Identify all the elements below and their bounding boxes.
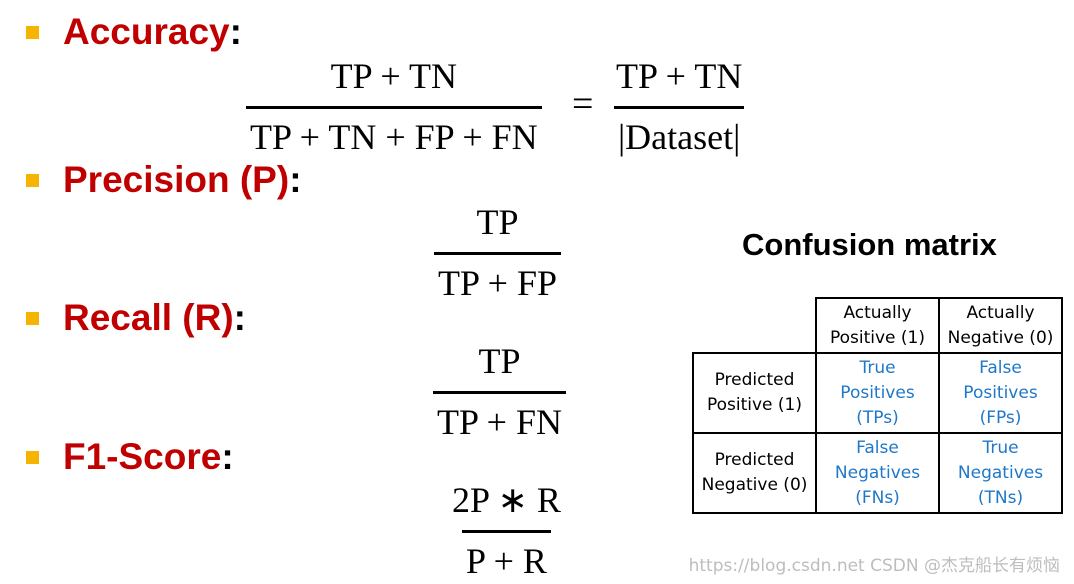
bullet-icon (26, 312, 39, 325)
recall-heading: Recall (R): (63, 297, 246, 339)
row-header-line: Predicted (714, 370, 795, 390)
bullet-icon (26, 451, 39, 464)
cell-line: False (979, 357, 1022, 378)
cell-line: False (856, 437, 899, 458)
recall-label: Recall (R) (63, 297, 234, 338)
accuracy-label: Accuracy (63, 11, 230, 52)
row-header-line: Predicted (714, 450, 795, 470)
cell-line: Positives (963, 382, 1038, 403)
precision-label: Precision (P) (63, 159, 290, 200)
cell-true-negatives: True Negatives (TNs) (938, 432, 1063, 514)
precision-fraction: TP TP + FP (434, 202, 562, 301)
row-header-line: Negative (0) (701, 475, 808, 495)
bullet-icon (26, 26, 39, 39)
accuracy-denominator: TP + TN + FP + FN (246, 106, 542, 155)
precision-colon: : (289, 159, 302, 200)
row-header-predicted-positive: Predicted Positive (1) (692, 352, 817, 434)
accuracy-denominator-2: |Dataset| (613, 106, 745, 155)
f1-numerator: 2P ∗ R (452, 480, 561, 520)
cell-line: True (859, 357, 896, 378)
bullet-icon (26, 174, 39, 187)
f1-heading: F1-Score: (63, 436, 234, 478)
accuracy-numerator: TP + TN (330, 56, 457, 96)
accuracy-equals: = (572, 83, 594, 125)
cell-line: Positives (840, 382, 915, 403)
col-header-actually-positive: Actually Positive (1) (815, 297, 940, 354)
accuracy-heading: Accuracy: (63, 11, 242, 53)
cell-false-negatives: False Negatives (FNs) (815, 432, 940, 514)
col-header-actually-negative: Actually Negative (0) (938, 297, 1063, 354)
row-header-predicted-negative: Predicted Negative (0) (692, 432, 817, 514)
recall-fraction: TP TP + FN (433, 343, 566, 440)
cell-line: (TPs) (856, 407, 899, 428)
cell-line: Negatives (957, 462, 1044, 483)
f1-colon: : (221, 436, 234, 477)
accuracy-numerator-2: TP + TN (616, 56, 743, 96)
row-header-line: Positive (1) (706, 395, 803, 415)
precision-numerator: TP (476, 202, 519, 242)
cell-true-positives: True Positives (TPs) (815, 352, 940, 434)
corner-cell (693, 298, 817, 354)
precision-heading: Precision (P): (63, 159, 302, 201)
accuracy-fraction-2: TP + TN |Dataset| (612, 58, 746, 155)
cell-line: True (982, 437, 1019, 458)
f1-label: F1-Score (63, 436, 222, 477)
f1-fraction: 2P ∗ R P + R (448, 482, 565, 579)
col-header-line: Negative (0) (947, 327, 1054, 348)
recall-denominator: TP + FN (433, 391, 566, 440)
precision-denominator: TP + FP (434, 252, 562, 301)
recall-colon: : (233, 297, 246, 338)
col-header-line: Actually (966, 302, 1035, 323)
accuracy-colon: : (229, 11, 242, 52)
accuracy-fraction-1: TP + TN TP + TN + FP + FN (246, 58, 542, 155)
cell-line: (FNs) (855, 487, 900, 508)
cell-false-positives: False Positives (FPs) (938, 352, 1063, 434)
cell-line: (FPs) (979, 407, 1022, 428)
col-header-line: Positive (1) (829, 327, 926, 348)
cell-line: Negatives (834, 462, 921, 483)
f1-denominator: P + R (461, 530, 551, 579)
cell-line: (TNs) (977, 487, 1024, 508)
confusion-matrix-title: Confusion matrix (742, 227, 997, 262)
col-header-line: Actually (843, 302, 912, 323)
recall-numerator: TP (478, 341, 521, 381)
watermark: https://blog.csdn.net CSDN @杰克船长有烦恼 (688, 556, 1060, 576)
confusion-matrix-table: Actually Positive (1) Actually Negative … (692, 297, 1063, 514)
